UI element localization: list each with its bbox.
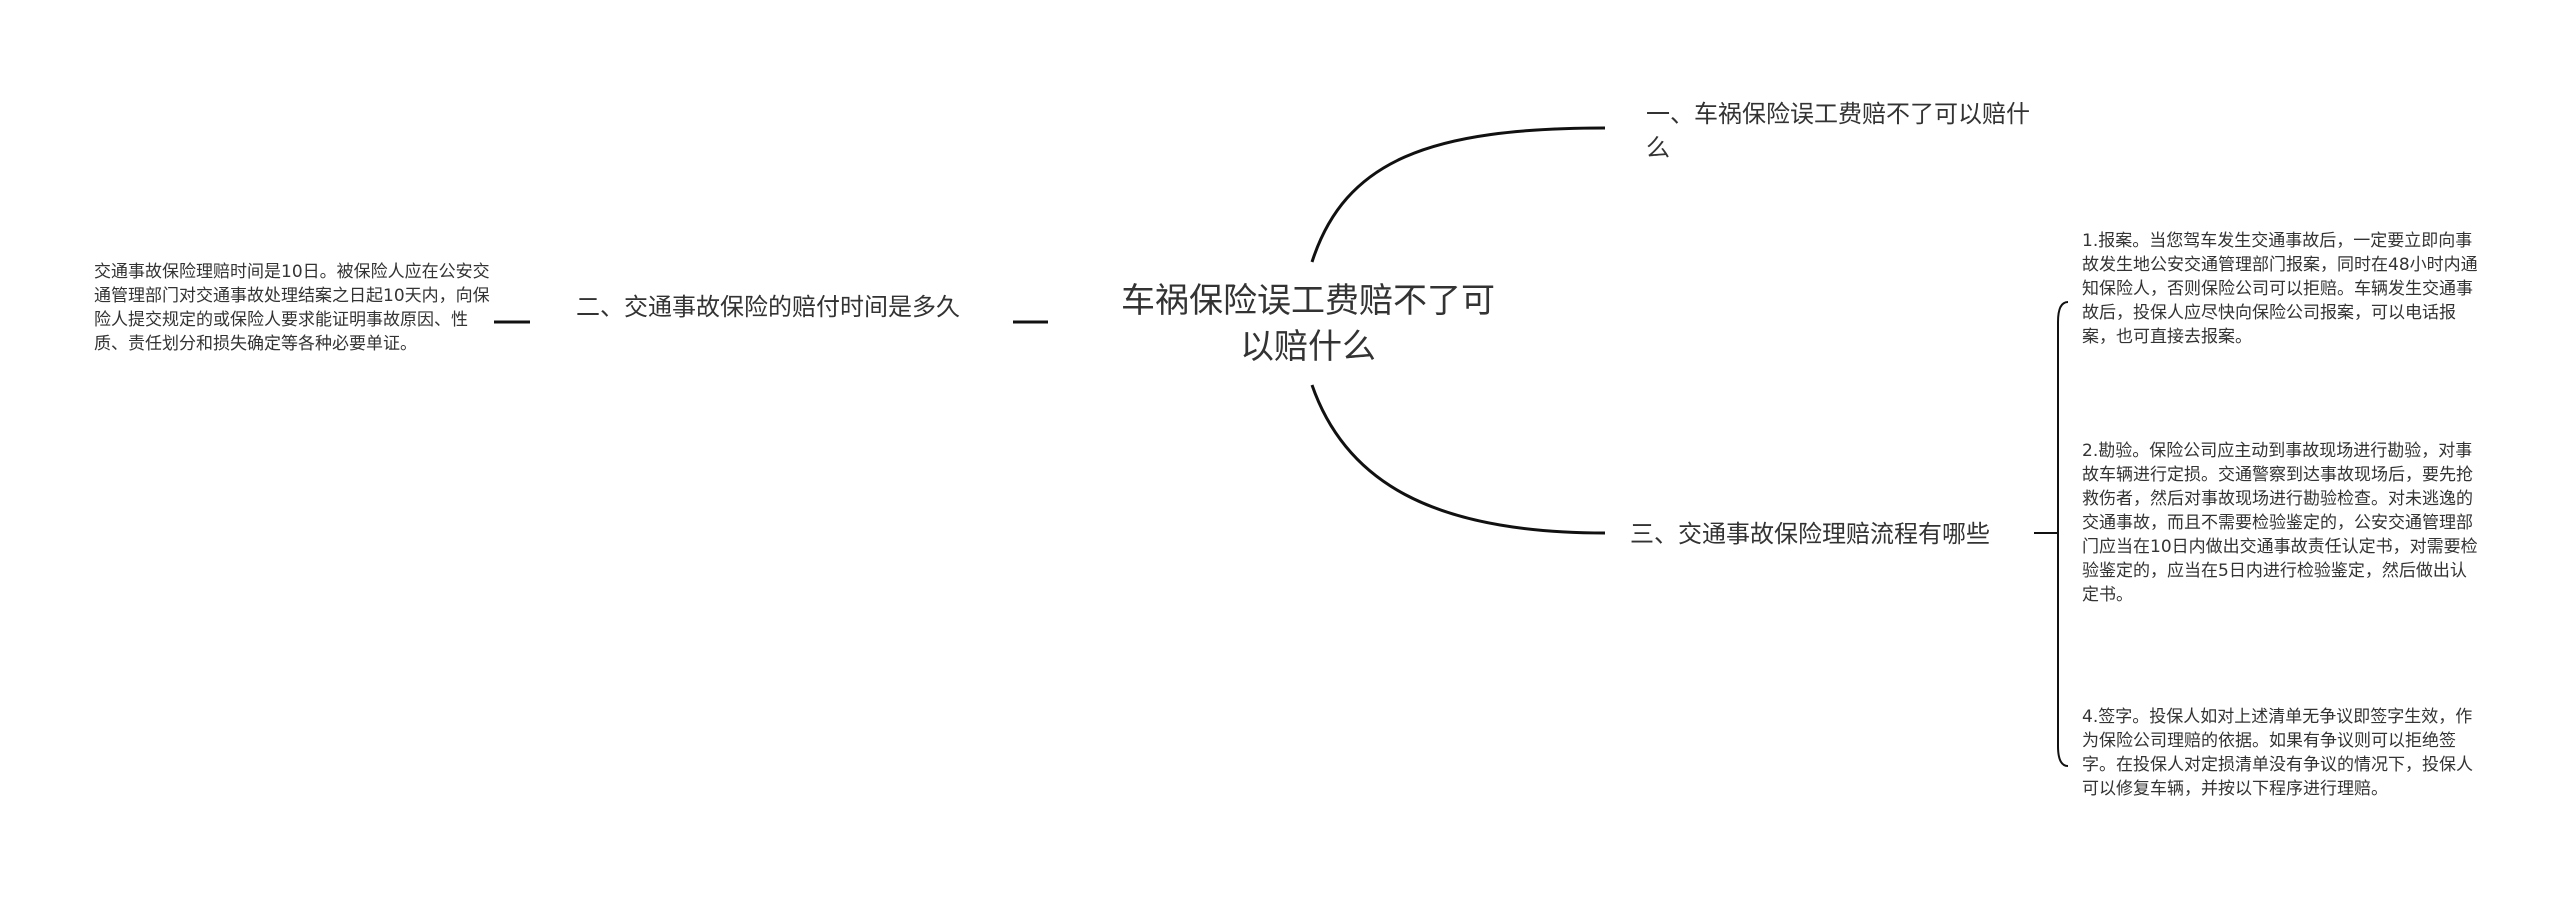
branch-node-3[interactable]: 三、交通事故保险理赔流程有哪些 xyxy=(1630,517,2030,551)
leaf-branch-3-inspection-text: 2.勘验。保险公司应主动到事故现场进行勘验，对事故车辆进行定损。交通警察到达事故… xyxy=(2082,441,2478,605)
connector-central-to-branch-3 xyxy=(1310,384,1606,535)
central-topic[interactable]: 车祸保险误工费赔不了可以赔什么 xyxy=(1113,278,1503,370)
leaf-branch-2-text: 交通事故保险理赔时间是10日。被保险人应在公安交通管理部门对交通事故处理结案之日… xyxy=(94,262,490,354)
leaf-branch-3-report-text: 1.报案。当您驾车发生交通事故后，一定要立即向事故发生地公安交通管理部门报案，同… xyxy=(2082,231,2478,347)
bracket-spine xyxy=(2057,301,2069,767)
branch-node-1[interactable]: 一、车祸保险误工费赔不了可以赔什么 xyxy=(1646,97,2038,165)
branch-3-label: 三、交通事故保险理赔流程有哪些 xyxy=(1630,520,1990,548)
leaf-branch-3-signature[interactable]: 4.签字。投保人如对上述清单无争议即签字生效，作为保险公司理赔的依据。如果有争议… xyxy=(2082,705,2482,801)
branch-node-2[interactable]: 二、交通事故保险的赔付时间是多久 xyxy=(576,290,966,324)
leaf-branch-2-payout-time[interactable]: 交通事故保险理赔时间是10日。被保险人应在公安交通管理部门对交通事故处理结案之日… xyxy=(94,260,492,356)
leaf-branch-3-signature-text: 4.签字。投保人如对上述清单无争议即签字生效，作为保险公司理赔的依据。如果有争议… xyxy=(2082,707,2473,799)
central-topic-label: 车祸保险误工费赔不了可以赔什么 xyxy=(1121,281,1495,367)
connector-central-to-branch-1 xyxy=(1310,126,1606,263)
leaf-branch-3-inspection[interactable]: 2.勘验。保险公司应主动到事故现场进行勘验，对事故车辆进行定损。交通警察到达事故… xyxy=(2082,439,2482,607)
leaf-branch-3-report[interactable]: 1.报案。当您驾车发生交通事故后，一定要立即向事故发生地公安交通管理部门报案，同… xyxy=(2082,229,2482,349)
branch-1-label: 一、车祸保险误工费赔不了可以赔什么 xyxy=(1646,100,2030,162)
branch-2-label: 二、交通事故保险的赔付时间是多久 xyxy=(576,293,960,321)
